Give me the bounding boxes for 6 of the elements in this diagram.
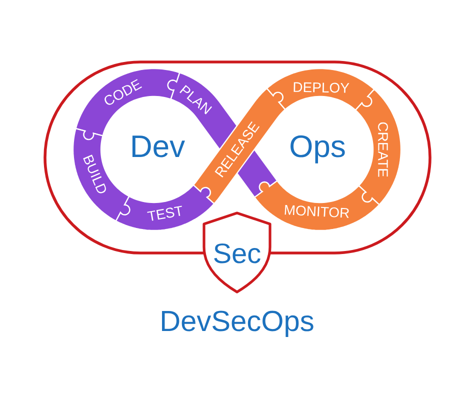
puzzle-segment: BUILD [72,128,130,222]
puzzle-segment: TEST [115,184,216,232]
shield: Sec [202,212,272,294]
puzzle-segment: DEPLOY [266,68,376,111]
title: DevSecOps [162,310,314,338]
loop-label: Ops [290,135,345,164]
